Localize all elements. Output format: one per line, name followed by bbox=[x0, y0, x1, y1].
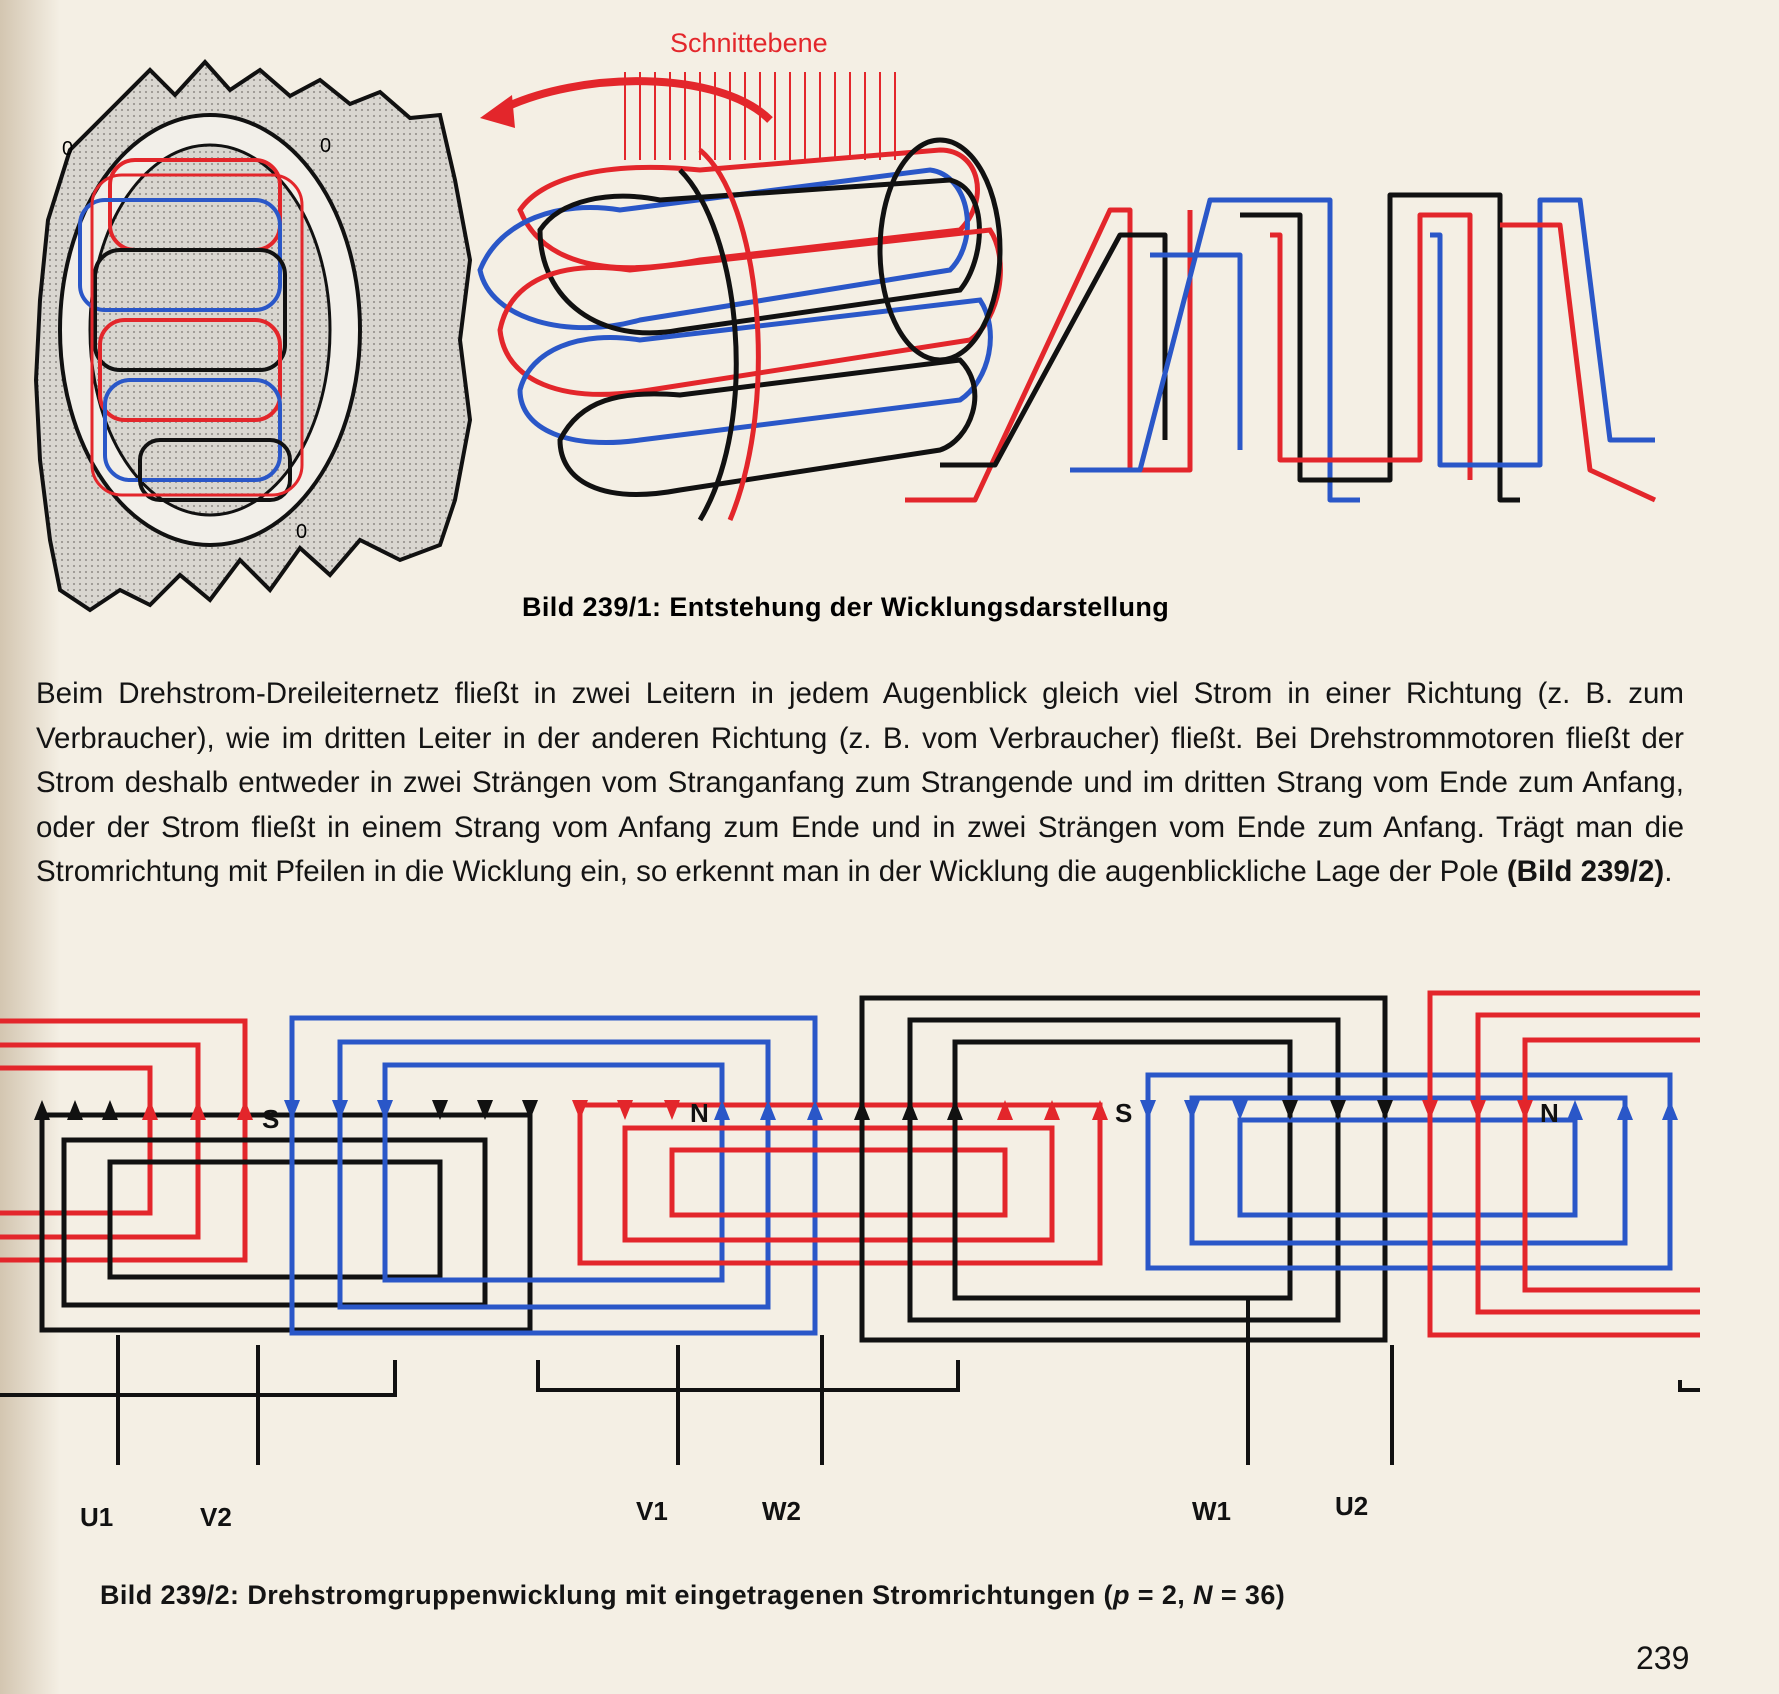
terminal-label-u1: U1 bbox=[80, 1502, 113, 1532]
pole-label-n2: N bbox=[1540, 1098, 1559, 1128]
stator-coils bbox=[78, 158, 304, 502]
developed-winding bbox=[905, 192, 1657, 503]
figure2-caption-p: p bbox=[1112, 1580, 1130, 1610]
paragraph-end: . bbox=[1664, 855, 1673, 888]
figure2-caption: Bild 239/2: Drehstromgruppenwicklung mit… bbox=[100, 1580, 1285, 1611]
group-winding-lines bbox=[0, 990, 1700, 1465]
cylinder-coils bbox=[477, 137, 1003, 522]
unroll-arrow bbox=[498, 77, 773, 123]
pole-label-n1: N bbox=[690, 1098, 709, 1128]
svg-text:0: 0 bbox=[62, 138, 73, 160]
svg-text:0: 0 bbox=[296, 521, 307, 543]
figure2-caption-n-value: = 36) bbox=[1212, 1580, 1286, 1610]
figure-winding-origin: 0 0 0 Schnittebene bbox=[33, 28, 1657, 622]
page-number: 239 bbox=[1636, 1640, 1690, 1676]
figure-group-winding: S N S N U1 V2 V1 W2 W1 U2 bbox=[0, 990, 1700, 1532]
figure2-caption-prefix: Bild 239/2: Drehstromgruppenwicklung mit… bbox=[100, 1580, 1113, 1610]
section-plane-label: Schnittebene bbox=[670, 28, 828, 58]
current-direction-arrows bbox=[34, 1100, 1678, 1120]
terminal-label-v1: V1 bbox=[636, 1496, 668, 1526]
terminal-label-u2: U2 bbox=[1335, 1491, 1368, 1521]
terminal-label-w2: W2 bbox=[762, 1496, 801, 1526]
body-paragraph: Beim Drehstrom-Dreileiternetz fließt in … bbox=[36, 672, 1684, 895]
terminal-label-v2: V2 bbox=[200, 1502, 232, 1532]
figure2-caption-n: N bbox=[1193, 1580, 1213, 1610]
figure-reference[interactable]: (Bild 239/2) bbox=[1506, 855, 1665, 888]
svg-text:0: 0 bbox=[320, 135, 331, 157]
stator-housing: 0 0 0 bbox=[33, 59, 473, 613]
paragraph-main-text: Beim Drehstrom-Dreileiternetz fließt in … bbox=[36, 677, 1684, 888]
figure1-caption: Bild 239/1: Entstehung der Wicklungsdars… bbox=[522, 592, 1169, 622]
pole-label-s2: S bbox=[1115, 1098, 1132, 1128]
pole-label-s1: S bbox=[262, 1104, 279, 1134]
figure2-caption-p-value: = 2, bbox=[1129, 1580, 1194, 1610]
terminal-label-w1: W1 bbox=[1192, 1496, 1231, 1526]
